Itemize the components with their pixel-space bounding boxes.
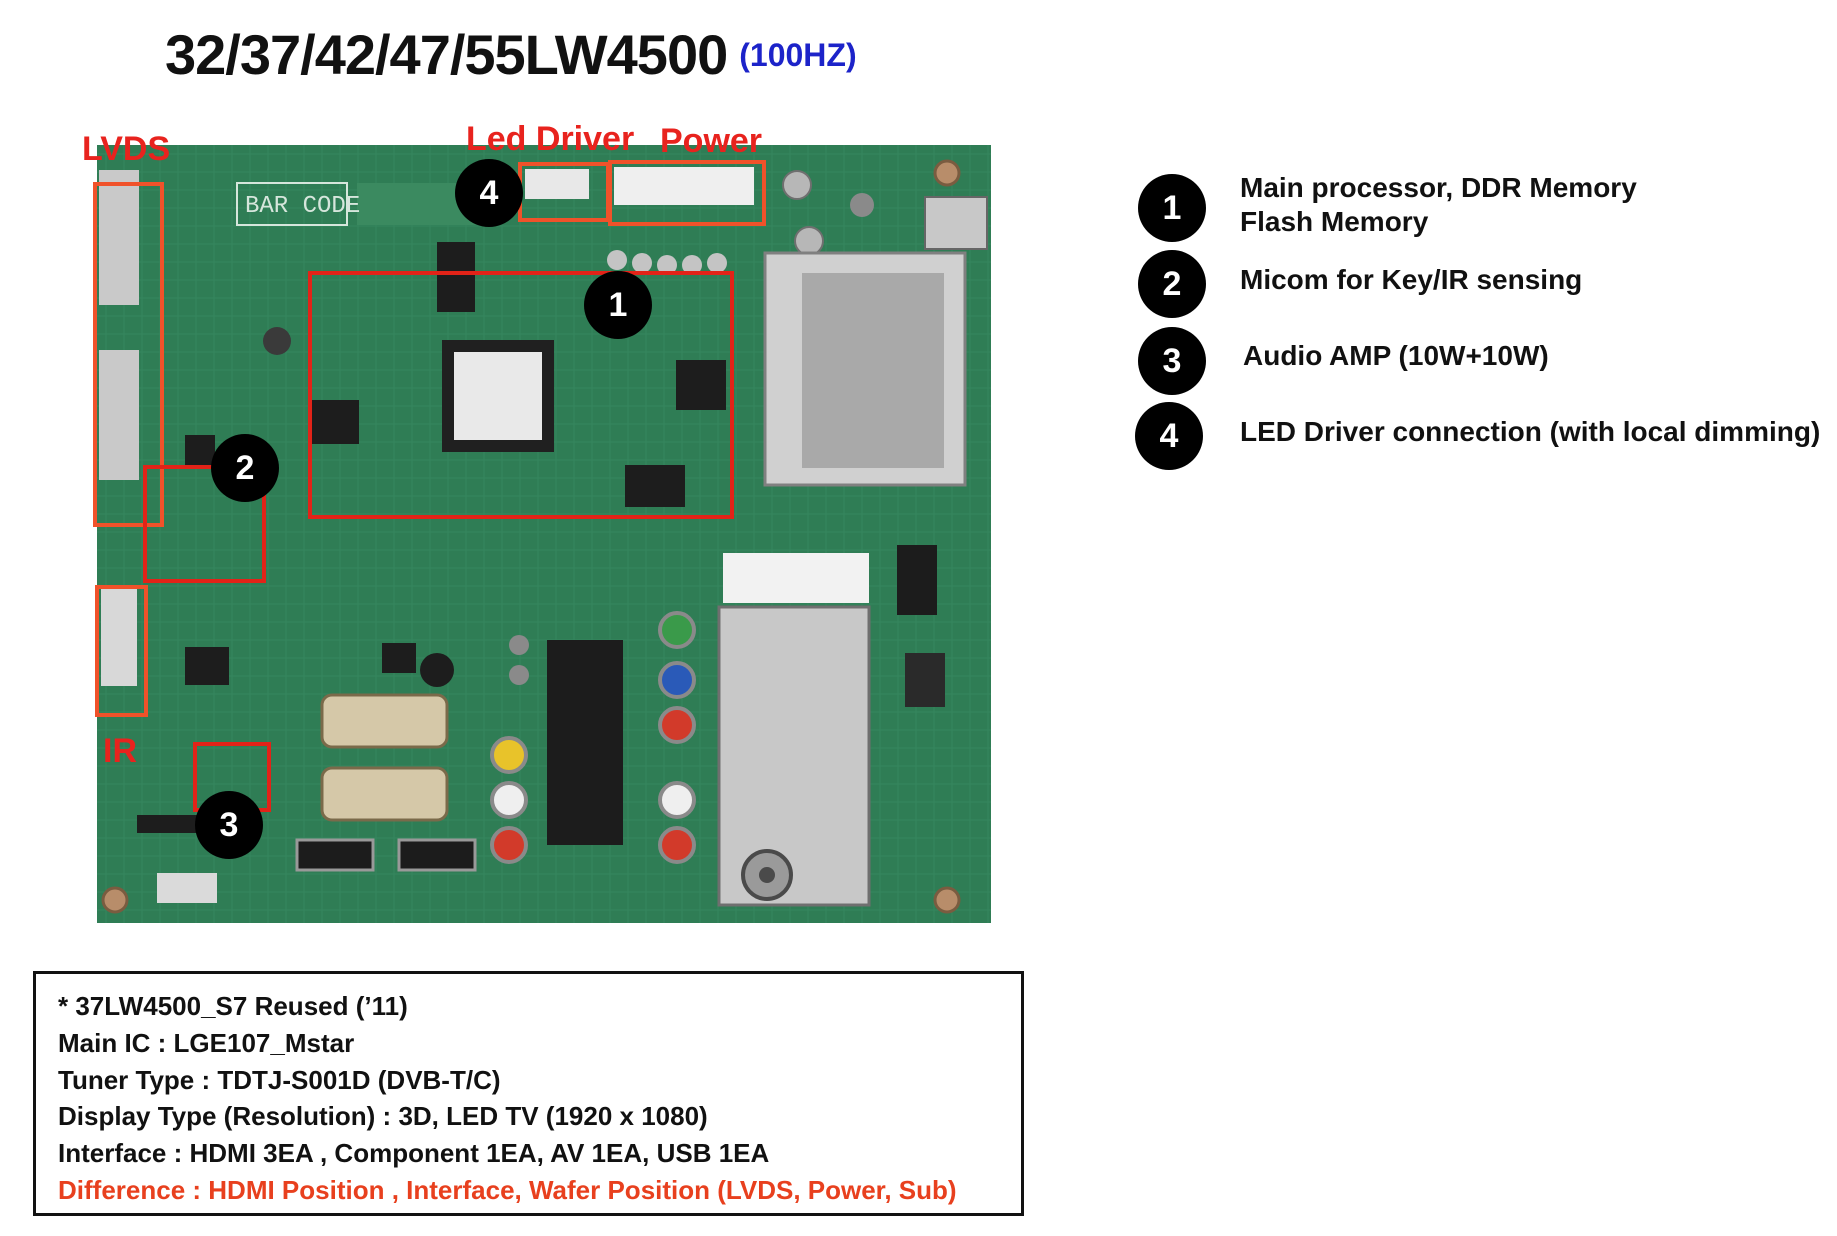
- info-line-difference: Difference : HDMI Position , Interface, …: [58, 1174, 957, 1205]
- board-illustration: [97, 145, 991, 923]
- legend-text-1a: Main processor, DDR Memory: [1240, 172, 1637, 203]
- model-title: 32/37/42/47/55LW4500: [165, 23, 728, 86]
- lvds-label: LVDS: [82, 130, 171, 168]
- led-driver-label: Led Driver: [466, 120, 635, 158]
- power-highlight: [608, 160, 766, 226]
- legend-text-2: Micom for Key/IR sensing: [1240, 264, 1583, 295]
- legend-badge-3: 3: [1138, 327, 1206, 395]
- board-badge-4: 4: [455, 159, 523, 227]
- board-badge-2: 2: [211, 434, 279, 502]
- led-driver-highlight: [518, 162, 610, 222]
- lvds-highlight: [93, 182, 164, 527]
- legend-text-1b: Flash Memory: [1240, 206, 1429, 237]
- legend-text-4: LED Driver connection (with local dimmin…: [1240, 416, 1821, 447]
- frequency-label: (100HZ): [739, 37, 857, 73]
- board-badge-1: 1: [584, 271, 652, 339]
- page-title: 32/37/42/47/55LW4500 (100HZ): [165, 22, 857, 87]
- bar-code-text: BAR CODE: [245, 193, 361, 220]
- info-line-tuner: Tuner Type : TDTJ-S001D (DVB-T/C): [58, 1064, 501, 1095]
- info-line-display: Display Type (Resolution) : 3D, LED TV (…: [58, 1101, 708, 1132]
- ir-highlight: [95, 585, 148, 717]
- main-processor-highlight: [308, 271, 734, 519]
- info-line-reused: * 37LW4500_S7 Reused (’11): [58, 991, 408, 1021]
- legend-badge-4: 4: [1135, 402, 1203, 470]
- board-badge-3: 3: [195, 791, 263, 859]
- info-box: * 37LW4500_S7 Reused (’11) Main IC : LGE…: [33, 971, 1024, 1216]
- power-label: Power: [660, 122, 763, 160]
- micom-highlight: [143, 465, 266, 583]
- legend-text-3: Audio AMP (10W+10W): [1243, 340, 1549, 371]
- legend-badge-1: 1: [1138, 174, 1206, 242]
- info-line-interface: Interface : HDMI 3EA , Component 1EA, AV…: [58, 1138, 770, 1169]
- ir-label: IR: [103, 732, 137, 770]
- legend-badge-2: 2: [1138, 250, 1206, 318]
- info-line-main-ic: Main IC : LGE107_Mstar: [58, 1027, 355, 1058]
